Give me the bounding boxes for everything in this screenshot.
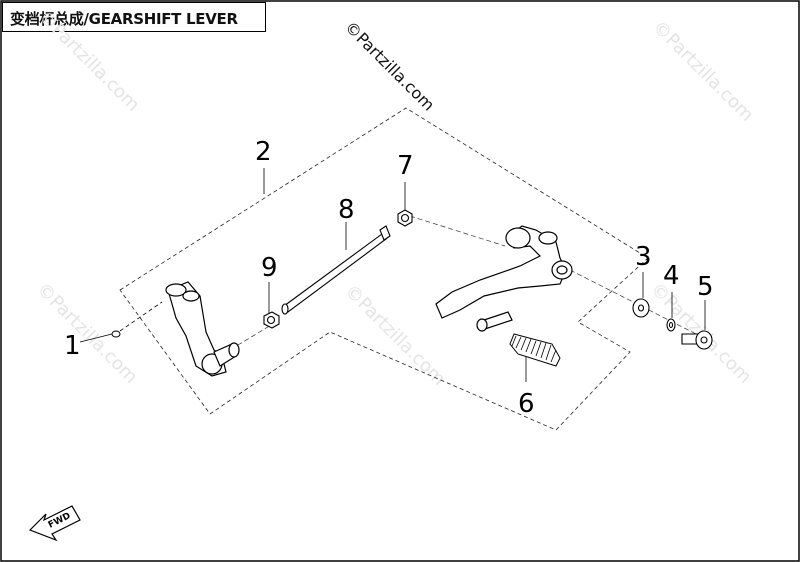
callout-9: 9	[261, 253, 278, 283]
part-foot-peg	[509, 333, 561, 367]
callout-5: 5	[697, 272, 714, 302]
leader-lines	[79, 168, 706, 382]
fwd-arrow-icon: FWD	[28, 505, 81, 542]
callout-3: 3	[635, 242, 652, 272]
axis-lines	[237, 215, 701, 346]
watermark: ©Partzilla.com	[32, 279, 141, 388]
callout-4: 4	[663, 261, 680, 291]
callout-7: 7	[397, 151, 414, 181]
watermark: ©Partzilla.com	[648, 17, 757, 126]
callout-6: 6	[518, 389, 535, 419]
part-shift-arm	[165, 281, 240, 377]
callout-1: 1	[64, 331, 81, 361]
callout-labels: 1 2 3 4 5 6 7 8 9	[64, 137, 714, 419]
part-bolt-1	[111, 301, 163, 338]
part-bolt-5	[681, 330, 713, 350]
watermark: ©Partzilla.com	[340, 281, 449, 390]
watermark: ©Partzilla.com	[34, 7, 143, 116]
part-nut-7	[397, 209, 413, 227]
callout-2: 2	[255, 137, 272, 167]
watermark-main: ©Partzilla.com	[341, 17, 438, 114]
part-washer-4	[666, 318, 676, 332]
diagram-title: 变档杆总成/GEARSHIFT LEVER	[10, 10, 238, 28]
part-pedal-lever	[435, 225, 573, 332]
callout-8: 8	[338, 195, 355, 225]
part-washer-3	[632, 298, 650, 318]
title-box: 变档杆总成/GEARSHIFT LEVER	[2, 2, 266, 32]
part-rod	[281, 225, 391, 315]
part-nut-9	[263, 311, 280, 329]
assembly-outline	[119, 107, 649, 431]
